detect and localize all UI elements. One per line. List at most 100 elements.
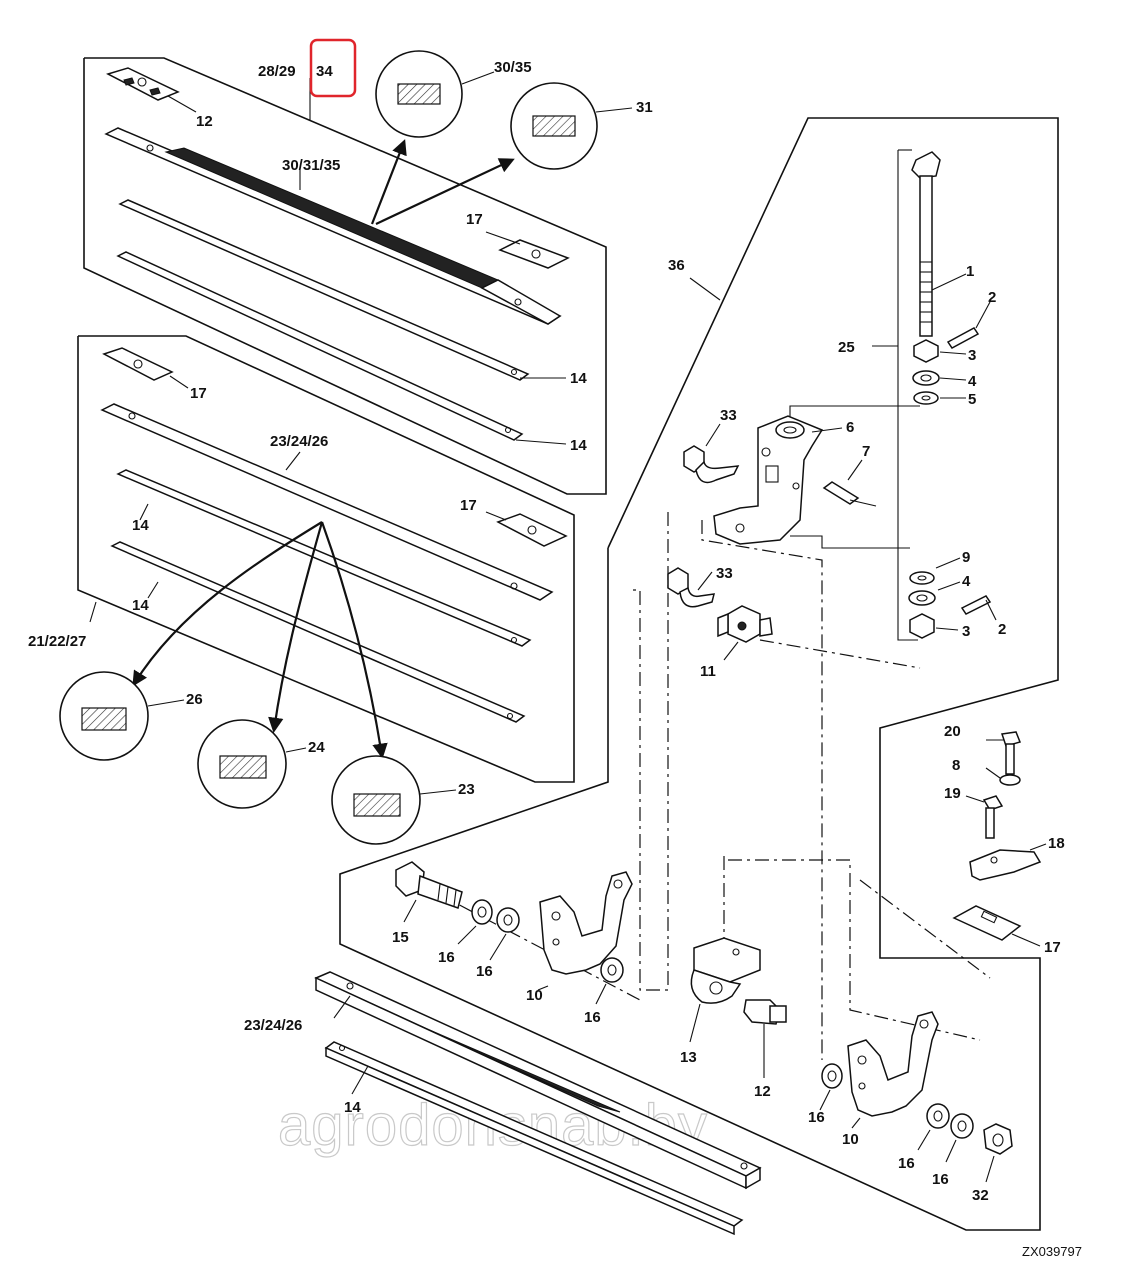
pin-7-icon: [822, 481, 860, 505]
label-14c: 14: [132, 517, 149, 534]
label-14b: 14: [570, 437, 587, 454]
nipple-12-icon: [743, 999, 787, 1025]
label-16d: 16: [808, 1109, 825, 1126]
washer-9-icon: [909, 571, 935, 585]
label-4a: 4: [968, 373, 977, 390]
label-28-29: 28/29: [258, 63, 296, 80]
washer-5-icon: [913, 391, 939, 405]
lever-10b-icon: [847, 1011, 939, 1117]
fitting-33b-icon: [667, 567, 715, 608]
label-3b: 3: [962, 623, 970, 640]
plate-17a-icon: [498, 239, 570, 269]
bolt-20-icon: [1001, 731, 1022, 775]
washer-16d-icon: [821, 1063, 843, 1089]
label-6: 6: [846, 419, 854, 436]
label-15: 15: [392, 929, 409, 946]
nut-3b-icon: [909, 613, 935, 639]
label-36: 36: [668, 257, 685, 274]
label-30-35: 30/35: [494, 59, 532, 76]
pin-2b-icon: [960, 595, 992, 615]
leaf-14d-icon: [110, 541, 526, 723]
label-14d: 14: [132, 597, 149, 614]
group-middle-springs: 17 23/24/26 17 14 14 21/22/27 26 24 23: [28, 335, 575, 845]
label-18: 18: [1048, 835, 1065, 852]
group-36-outline: [339, 117, 1059, 1231]
label-2a: 2: [988, 289, 996, 306]
bolt-15-icon: [395, 861, 463, 909]
group-assembly-36: 36 1 2 25 3 4 5 33 6 7 9 4 2 3 33 11 20 …: [244, 117, 1065, 1236]
label-16c: 16: [584, 1009, 601, 1026]
nut-32-icon: [983, 1123, 1013, 1155]
label-20: 20: [944, 723, 961, 740]
lever-10a-icon: [539, 871, 633, 975]
label-23: 23: [458, 781, 475, 798]
group-top-outline: [83, 57, 607, 495]
label-33a: 33: [720, 407, 737, 424]
washer-16e-icon: [926, 1103, 950, 1129]
leaf-23-24-26a-icon: [100, 403, 554, 601]
label-23-24-26b: 23/24/26: [244, 1017, 302, 1034]
plate-12-icon: [106, 67, 180, 101]
label-16f: 16: [932, 1171, 949, 1188]
label-31: 31: [636, 99, 653, 116]
label-23-24-26a: 23/24/26: [270, 433, 328, 450]
label-17b: 17: [190, 385, 207, 402]
plate-17d-icon: [952, 905, 1022, 941]
label-12: 12: [196, 113, 213, 130]
label-16e: 16: [898, 1155, 915, 1172]
label-9: 9: [962, 549, 970, 566]
label-19: 19: [944, 785, 961, 802]
pin-2a-icon: [946, 327, 980, 349]
group-middle-outline: [77, 335, 575, 783]
bolt-1-icon: [911, 151, 941, 337]
label-10b: 10: [842, 1131, 859, 1148]
nut-3a-icon: [913, 339, 939, 363]
leaf-14b-icon: [116, 251, 524, 441]
label-12b: 12: [754, 1083, 771, 1100]
washer-16a-icon: [471, 899, 493, 925]
label-33b: 33: [716, 565, 733, 582]
label-21-22-27: 21/22/27: [28, 633, 86, 650]
label-13: 13: [680, 1049, 697, 1066]
leaf-14e-icon: [324, 1041, 744, 1236]
group-top-springs: 28/29 34 30/35 31 12 30/31/35 17 14 14: [83, 38, 653, 495]
plate-17b-icon: [102, 347, 174, 381]
plate-17c-icon: [496, 513, 568, 547]
label-17d: 17: [1044, 939, 1061, 956]
label-14a: 14: [570, 370, 587, 387]
label-16a: 16: [438, 949, 455, 966]
bracket-6-icon: [713, 415, 824, 545]
washer-16c-icon: [600, 957, 624, 983]
washer-4b-icon: [908, 590, 936, 606]
label-34: 34: [316, 63, 333, 80]
washer-8-icon: [999, 774, 1021, 786]
label-8: 8: [952, 757, 960, 774]
label-11: 11: [700, 663, 716, 680]
label-26: 26: [186, 691, 203, 708]
label-1: 1: [966, 263, 974, 280]
label-4b: 4: [962, 573, 971, 590]
washer-16f-icon: [950, 1113, 974, 1139]
label-16b: 16: [476, 963, 493, 980]
leaf-23-24-26b-icon: [314, 971, 762, 1190]
valve-11-icon: [717, 605, 773, 643]
washer-4a-icon: [912, 370, 940, 386]
bracket-18-icon: [969, 849, 1042, 881]
label-25: 25: [838, 339, 855, 356]
bolt-19-icon: [982, 795, 1004, 839]
label-30-31-35: 30/31/35: [282, 157, 340, 174]
label-17a: 17: [466, 211, 483, 228]
label-17c: 17: [460, 497, 477, 514]
label-3a: 3: [968, 347, 976, 364]
label-10a: 10: [526, 987, 543, 1004]
document-code: ZX039797: [1022, 1244, 1082, 1259]
label-32: 32: [972, 1187, 989, 1204]
label-24: 24: [308, 739, 325, 756]
block-13-icon: [690, 937, 761, 1004]
label-7: 7: [862, 443, 870, 460]
leaf-14c-icon: [116, 469, 532, 647]
washer-16b-icon: [496, 907, 520, 933]
leaf-14a-icon: [118, 199, 530, 381]
label-5: 5: [968, 391, 976, 408]
